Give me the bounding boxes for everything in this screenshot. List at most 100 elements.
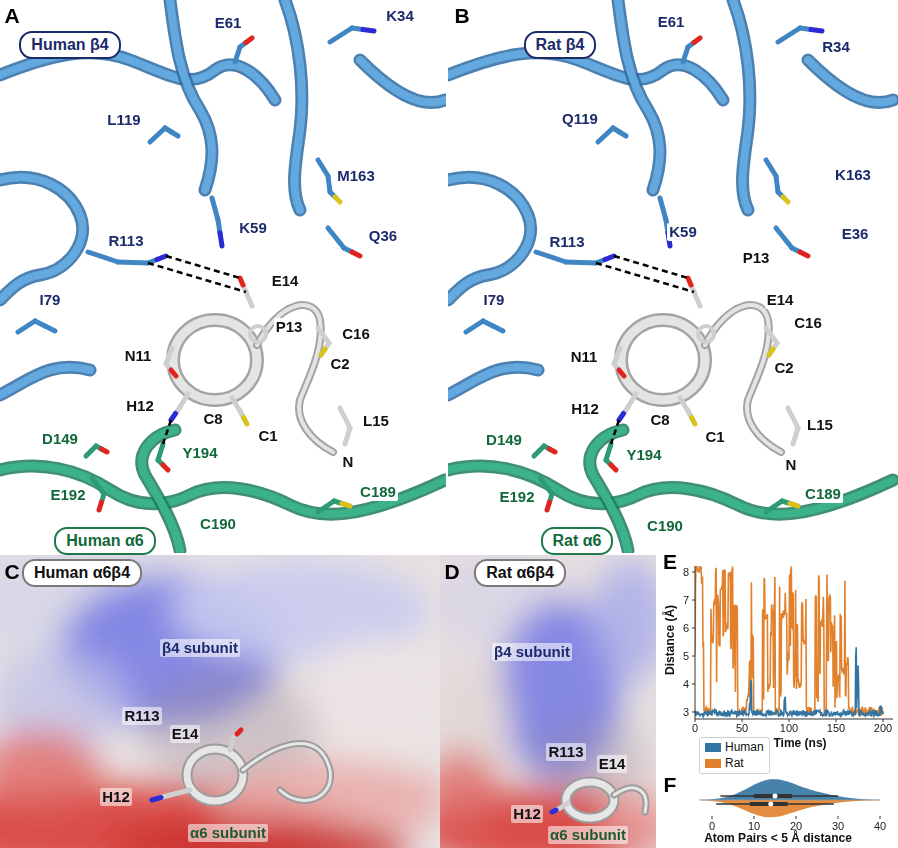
- residue-stick: [606, 444, 611, 460]
- tick-label: 7: [681, 594, 691, 607]
- residue-label: Q36: [367, 227, 399, 244]
- residue-label: L119: [105, 111, 142, 128]
- residue-stick: [769, 349, 773, 355]
- alpha6-ribbon: [0, 466, 445, 514]
- residue-stick: [493, 326, 503, 331]
- tick-mark: [712, 816, 713, 819]
- residue-stick: [605, 256, 614, 260]
- hydrogen-bond: [611, 420, 619, 444]
- residue-stick: [18, 321, 35, 332]
- residue-stick: [237, 730, 241, 734]
- molecule-panel: [0, 0, 445, 550]
- peptide-residue-label: P13: [741, 249, 772, 266]
- residue-stick: [540, 478, 552, 494]
- tick-label: 10: [746, 820, 762, 833]
- peptide-residue-label: C16: [340, 325, 372, 342]
- molecule-panel: [448, 0, 893, 550]
- surface-potential: [0, 730, 100, 810]
- residue-stick: [536, 252, 566, 262]
- residue-stick: [598, 128, 613, 142]
- peptide-loop: [257, 305, 333, 452]
- beta4-ribbon: [448, 367, 538, 395]
- beta4-ribbon: [808, 60, 893, 103]
- residue-stick: [152, 798, 161, 801]
- tick-mark: [754, 816, 755, 819]
- beta4-ribbon-edge: [360, 60, 445, 103]
- residue-stick: [363, 30, 374, 32]
- human-violin: [699, 779, 880, 800]
- legend-row: Human: [705, 740, 764, 756]
- tick-label: 0: [707, 820, 717, 833]
- surface-label: β4 subunit: [160, 639, 240, 656]
- beta4-ribbon-edge: [170, 0, 212, 190]
- tick-label: 8: [681, 566, 691, 579]
- distance-chart: [692, 566, 893, 722]
- beta4-ribbon: [0, 367, 90, 395]
- box-body: [750, 802, 788, 806]
- beta4-ribbon: [170, 0, 212, 190]
- beta4-ribbon-edge: [448, 177, 531, 300]
- residue-stick: [614, 348, 620, 364]
- tick-mark: [838, 816, 839, 819]
- surface-label: β4 subunit: [492, 643, 572, 660]
- beta4-ribbon-edge: [0, 177, 83, 300]
- residue-stick: [318, 501, 334, 512]
- peptide-helix-edge: [187, 749, 243, 801]
- residue-stick: [45, 326, 55, 331]
- residue-label: K59: [667, 223, 699, 240]
- surface-potential: [440, 750, 500, 830]
- residue-stick: [171, 414, 176, 421]
- residue-stick: [811, 30, 822, 32]
- tick-mark: [883, 719, 884, 722]
- residue-label: C189: [803, 485, 843, 502]
- peptide-residue-label: N: [784, 456, 799, 473]
- beta4-ribbon: [285, 0, 302, 210]
- surface-label: α6 subunit: [188, 824, 268, 841]
- residue-stick: [788, 408, 798, 428]
- residue-stick: [328, 228, 344, 248]
- residue-stick: [102, 449, 108, 452]
- residue-stick: [88, 252, 118, 262]
- residue-label: C190: [645, 517, 685, 534]
- beta4-ribbon: [0, 177, 83, 300]
- molecule-group: [0, 0, 445, 550]
- residue-stick: [694, 38, 700, 43]
- tick-mark: [692, 684, 695, 685]
- hydrogen-bond: [166, 256, 240, 278]
- residue-stick: [212, 198, 218, 220]
- residue-stick: [466, 321, 483, 332]
- tick-mark: [836, 719, 837, 722]
- residue-stick: [318, 328, 329, 343]
- axis-title: Atom Pairs < 5 Å distance: [702, 832, 854, 846]
- residue-stick: [660, 198, 666, 220]
- residue-stick: [800, 252, 808, 256]
- surface-label: E14: [170, 725, 201, 742]
- residue-stick: [163, 465, 168, 470]
- surface-potential: [590, 560, 656, 680]
- tick-mark: [880, 816, 881, 819]
- tick-label: 30: [830, 820, 846, 833]
- peptide-residue-label: C8: [648, 411, 671, 428]
- residue-label: E192: [48, 486, 87, 503]
- surface-label: H12: [100, 788, 132, 805]
- tag-text: Human β4: [31, 36, 108, 53]
- residue-stick: [340, 408, 350, 428]
- residue-stick: [766, 501, 782, 512]
- rat-trace: [695, 566, 883, 716]
- peptide-residue-label: N11: [123, 347, 154, 364]
- residue-stick: [783, 197, 788, 202]
- residue-label: R113: [547, 233, 586, 250]
- panel-letter: E: [661, 550, 679, 574]
- peptide-residue-label: E14: [270, 272, 301, 289]
- residue-label: R113: [106, 232, 145, 249]
- tick-label: 20: [788, 820, 804, 833]
- peptide-residue-label: C16: [792, 314, 824, 331]
- residue-stick: [766, 160, 776, 176]
- subunit-tag: Rat α6: [541, 527, 614, 555]
- residue-label: I79: [482, 291, 507, 308]
- peptide-residue-label: P13: [274, 318, 305, 335]
- residue-label: K34: [384, 7, 416, 24]
- rat-violin: [699, 800, 880, 817]
- axis-title: Distance (Å): [664, 603, 678, 677]
- tick-label: 200: [872, 722, 894, 735]
